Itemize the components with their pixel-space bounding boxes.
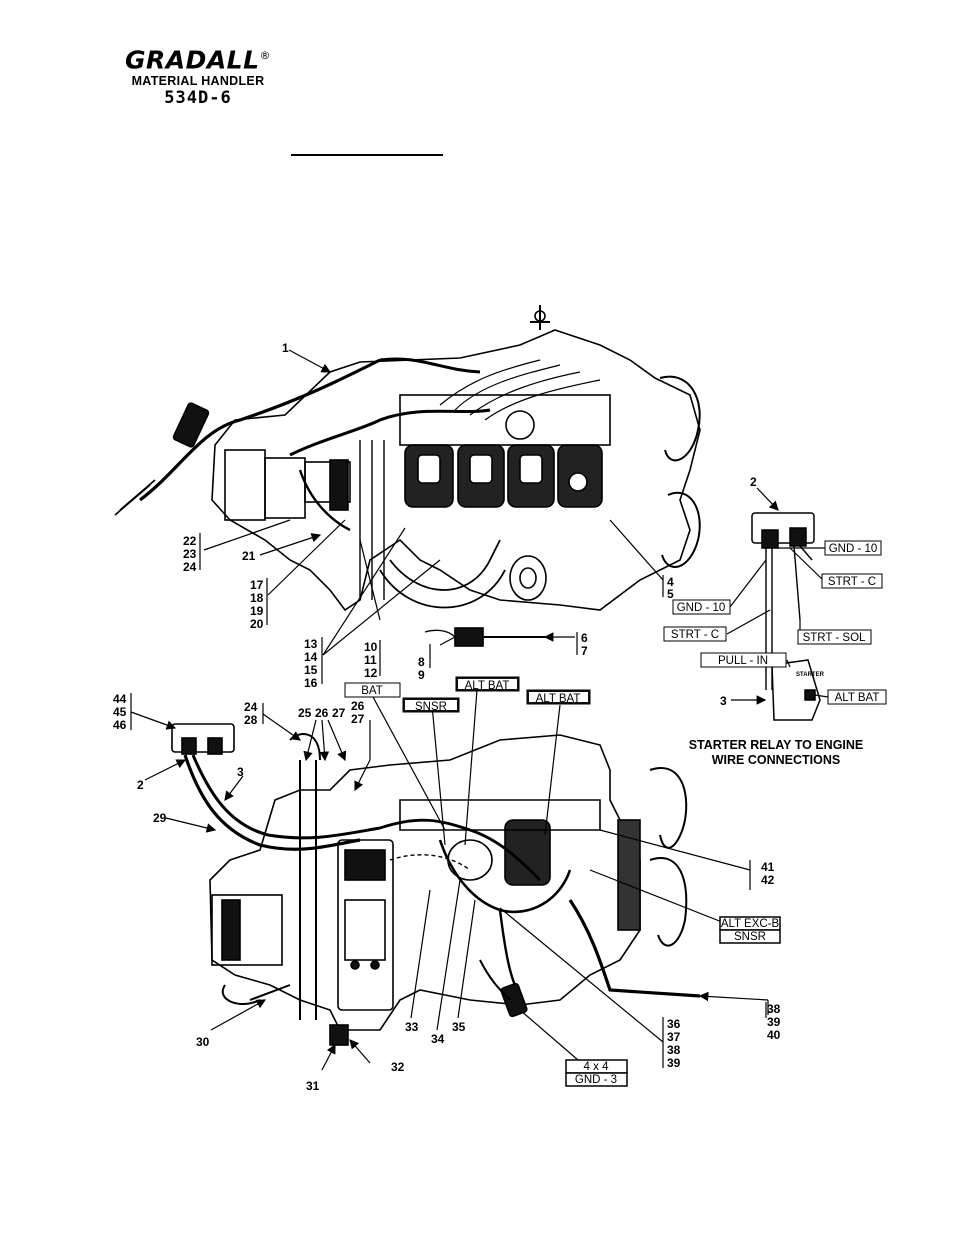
callout-4: 4 [667,575,674,589]
wire-labels: GND - 10 STRT - C GND - 10 STRT - C STRT… [344,540,887,1087]
brand-text: GRADALL [124,45,260,75]
callout-27b: 27 [351,712,365,726]
callout-7: 7 [581,644,588,658]
callout-31: 31 [306,1079,320,1093]
callout-20: 20 [250,617,264,631]
callout-35: 35 [452,1020,466,1034]
callout-24: 24 [183,560,197,574]
label-strt-sol: STRT - SOL [803,632,866,644]
label-alt-bat-2: ALT BAT [536,693,581,705]
callout-12: 12 [364,666,378,680]
callout-46: 46 [113,718,127,732]
callout-14: 14 [304,650,318,664]
label-alt-bat-relay: ALT BAT [835,692,880,704]
callout-2-bottom: 2 [137,778,144,792]
callout-3-bottom: 3 [237,765,244,779]
label-strt-c-a: STRT - C [828,576,876,588]
callout-24-bottom: 24 [244,700,258,714]
label-box-gnd10-a [824,540,882,556]
callout-26: 26 [315,706,329,720]
callout-9: 9 [418,668,425,682]
label-box-strt-sol [797,629,872,645]
callout-34: 34 [431,1032,445,1046]
callout-36: 36 [667,1017,681,1031]
callout-39a: 39 [667,1056,681,1070]
callout-23: 23 [183,547,197,561]
callout-18: 18 [250,591,264,605]
label-box-gnd3 [565,1072,628,1087]
callout-19: 19 [250,604,264,618]
label-starter-tag: STARTER [796,672,825,678]
callout-6: 6 [581,631,588,645]
callout-3-top: 3 [720,694,727,708]
starter-relay-illustration [751,512,821,721]
callout-30: 30 [196,1035,210,1049]
top-engine-illustration [114,305,701,647]
label-gnd10-a: GND - 10 [829,543,878,555]
callout-22: 22 [183,534,197,548]
label-pull-in: PULL - IN [718,655,768,667]
callout-44: 44 [113,692,127,706]
label-gnd3: GND - 3 [575,1074,617,1086]
callout-1: 1 [282,341,289,355]
leader-lines [199,349,829,705]
callout-45: 45 [113,705,127,719]
callout-27: 27 [332,706,346,720]
callout-41: 41 [761,860,775,874]
callout-38a: 38 [667,1043,681,1057]
relay-caption-line1: STARTER RELAY TO ENGINE [688,738,864,752]
registered-mark: ® [259,49,272,62]
relay-caption: STARTER RELAY TO ENGINE WIRE CONNECTIONS [666,738,886,768]
callout-38b: 38 [767,1002,781,1016]
callout-39b: 39 [767,1015,781,1029]
callout-13: 13 [304,637,318,651]
gradall-logo: GRADALL® MATERIAL HANDLER 534D-6 [108,42,288,109]
label-box-snsr-bot [719,929,781,944]
title-rule [291,154,443,156]
label-alt-bat-1: ALT BAT [465,680,510,692]
callout-5: 5 [667,587,674,601]
label-bat: BAT [361,685,383,697]
label-inner-snsr-top [405,700,457,710]
leader-lines-bottom [130,689,769,1071]
label-strt-c-b: STRT - C [671,629,719,641]
callout-2-top: 2 [750,475,757,489]
label-gnd10-b: GND - 10 [677,602,726,614]
label-snsr-bot: SNSR [734,931,766,943]
callout-25: 25 [298,706,312,720]
bottom-engine-illustration [171,723,701,1046]
model-number: 534D-6 [164,88,232,109]
label-4x4: 4 x 4 [584,1061,610,1073]
brand-subtitle: MATERIAL HANDLER [131,74,265,89]
label-alt-exc-b: ALT EXC-B [721,918,780,930]
label-box-strt-c-a [821,573,883,589]
callout-16: 16 [304,676,318,690]
callout-26b: 26 [351,699,365,713]
relay-caption-line2: WIRE CONNECTIONS [711,753,841,767]
label-inner-alt-bat-1 [458,679,517,689]
brand-name: GRADALL® [108,42,288,74]
label-box-strt-c-b [663,626,727,642]
callout-42: 42 [761,873,775,887]
callout-29: 29 [153,811,167,825]
callout-28: 28 [244,713,258,727]
callout-11: 11 [364,653,377,667]
label-box-pull-in [700,652,787,668]
callout-40: 40 [767,1028,781,1042]
label-box-bat [344,682,401,698]
label-snsr-top: SNSR [415,701,447,713]
callout-37: 37 [667,1030,681,1044]
label-box-alt-bat-relay [827,689,887,705]
callout-33: 33 [405,1020,419,1034]
callout-32: 32 [391,1060,405,1074]
callout-10: 10 [364,640,378,654]
label-inner-alt-bat-2 [529,692,588,702]
label-box-gnd10-b [672,599,731,615]
callout-17: 17 [250,578,264,592]
callout-15: 15 [304,663,318,677]
callout-21: 21 [242,549,256,563]
callout-8: 8 [418,655,425,669]
